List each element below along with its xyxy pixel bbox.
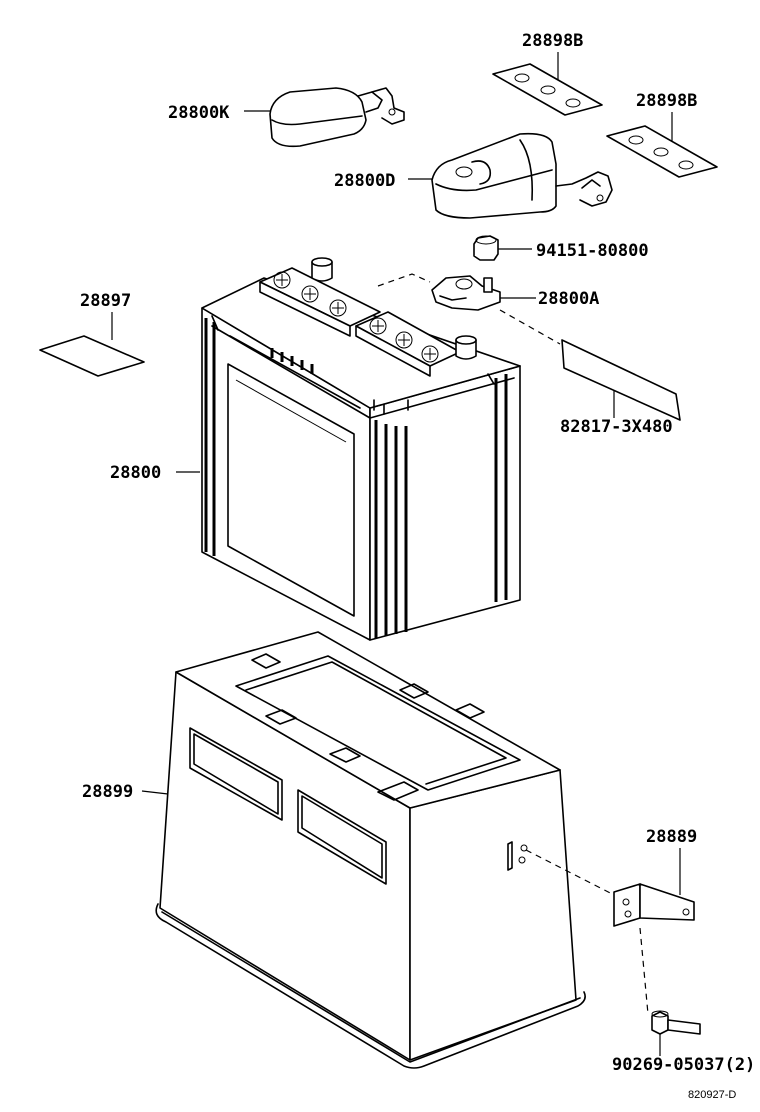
battery-28800 (201, 257, 521, 641)
dashed-guide-bolt (639, 927, 649, 1015)
label-94151-80800: 94151-80800 (536, 241, 649, 261)
terminal-clamp-28800a (431, 275, 501, 311)
pad-28898b-top (492, 63, 603, 116)
bracket-28889 (613, 883, 695, 927)
bolt-90269 (651, 1010, 701, 1035)
label-28889: 28889 (646, 827, 697, 847)
label-28897: 28897 (80, 291, 131, 311)
dashed-guide-terminal (377, 273, 431, 287)
label-28899: 28899 (82, 782, 133, 802)
reference-code: 820927-D (688, 1089, 736, 1101)
label-sheet-28897 (39, 335, 145, 377)
terminal-cover-28800d (431, 132, 613, 219)
terminal-cover-28800k (269, 87, 405, 148)
label-28898b-right: 28898B (636, 91, 697, 111)
label-90269-05037: 90269-05037(2) (612, 1055, 755, 1075)
label-28898b-top: 28898B (522, 31, 583, 51)
pad-28898b-right (606, 125, 718, 178)
label-28800k: 28800K (168, 103, 230, 123)
label-28800d: 28800D (334, 171, 395, 191)
battery-tray-28899 (155, 631, 586, 1069)
dashed-guide-label (499, 309, 561, 345)
nut-94151 (473, 235, 499, 261)
label-28800a: 28800A (538, 289, 599, 309)
label-strip-82817 (561, 339, 681, 421)
label-82817-3x480: 82817-3X480 (560, 417, 673, 437)
label-28800: 28800 (110, 463, 161, 483)
